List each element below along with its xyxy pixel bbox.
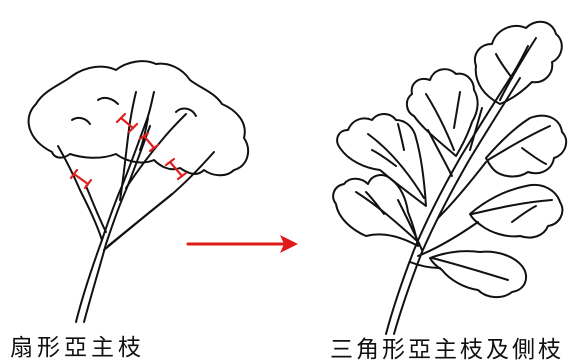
- leaf-vein: [454, 92, 460, 128]
- fan-shaped-branch: [29, 61, 249, 322]
- triangle-branch-caption: 三角形亞主枝及側枝: [330, 330, 564, 364]
- leaf-vein: [496, 54, 512, 78]
- triangular-branch: [333, 22, 566, 334]
- cut-mark-icon: [117, 114, 137, 132]
- arrow-icon: [188, 235, 298, 253]
- fan-leaf-detail: [98, 98, 118, 104]
- leaf: [337, 114, 426, 206]
- leaf-vein: [398, 124, 404, 150]
- leaf: [333, 175, 418, 246]
- leaf-vein: [488, 126, 550, 160]
- leaf-vein: [472, 200, 552, 214]
- leaf: [486, 116, 566, 177]
- fan-branch-caption: 扇形亞主枝: [10, 328, 145, 362]
- fan-right-branch: [108, 194, 172, 246]
- leaf: [430, 251, 526, 297]
- lateral-branch: [438, 162, 486, 218]
- leaf-vein: [512, 206, 536, 222]
- fan-leaf-detail: [72, 118, 90, 124]
- cut-marks: [71, 114, 186, 188]
- leaf-vein: [432, 258, 508, 280]
- fan-left-branch: [58, 146, 102, 240]
- leaf-vein: [366, 192, 384, 214]
- leaf-vein: [522, 148, 546, 164]
- leaf-vein: [372, 150, 396, 166]
